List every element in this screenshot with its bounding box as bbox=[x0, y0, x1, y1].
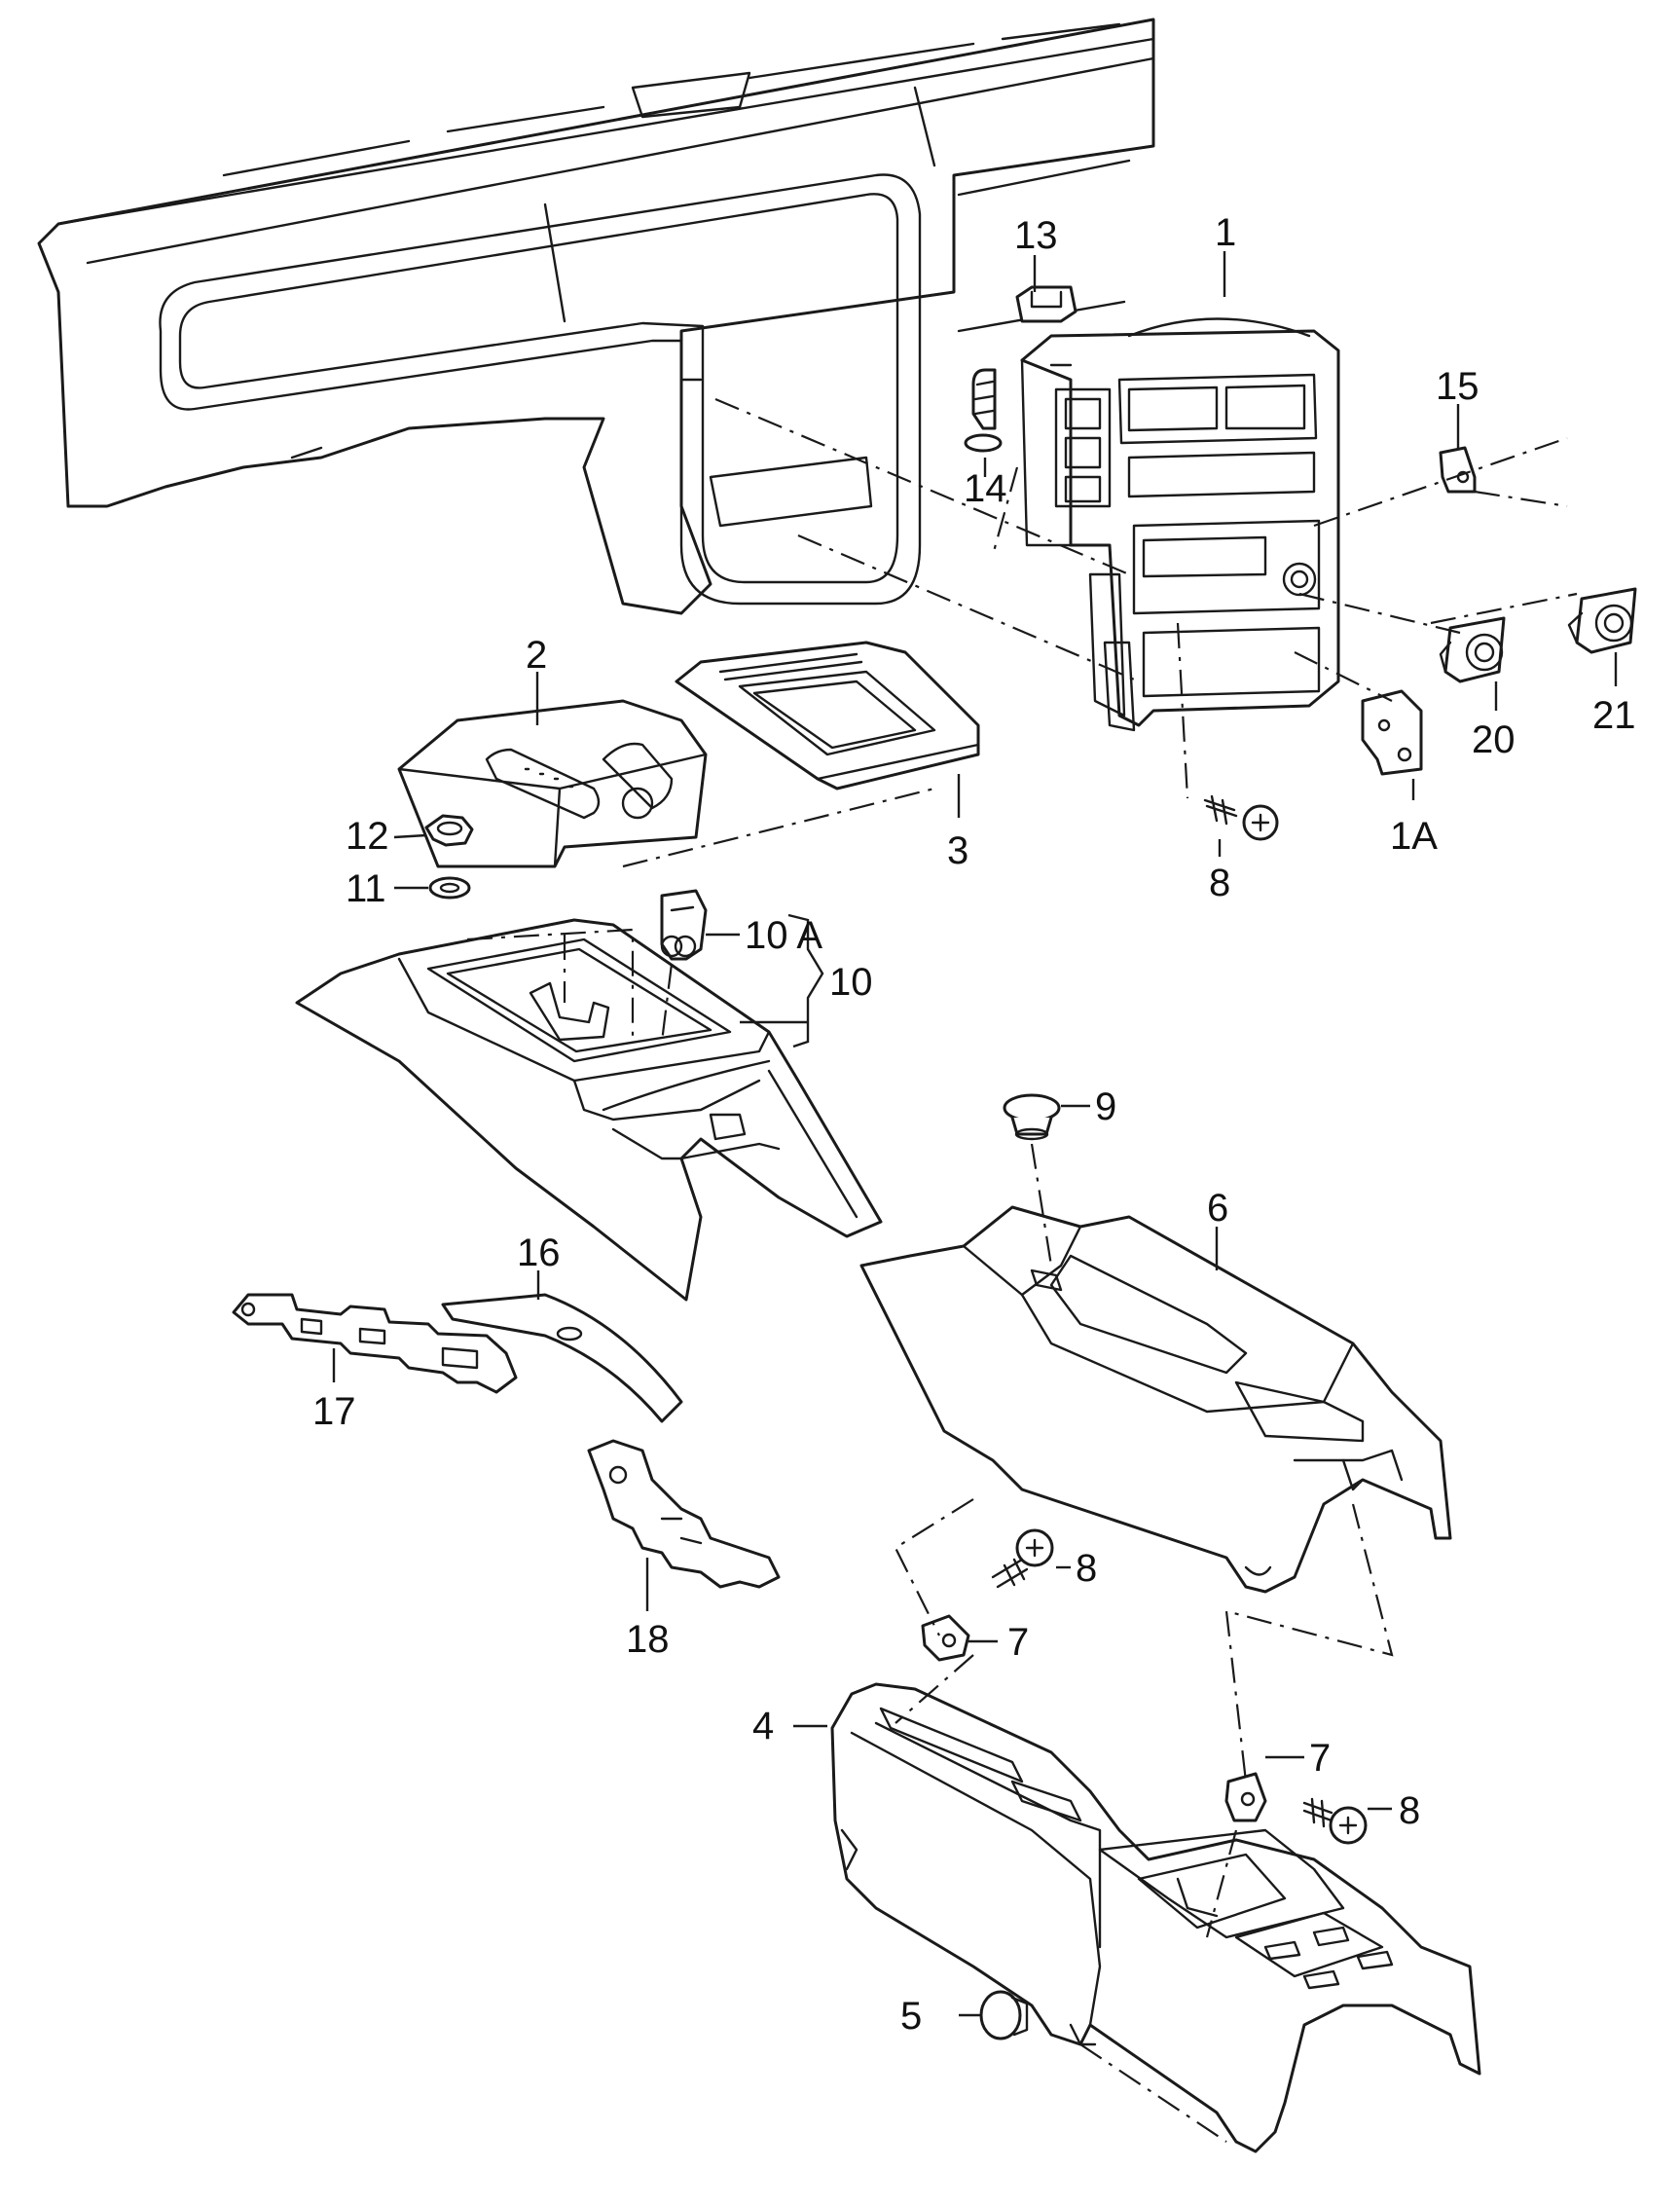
leader-lines bbox=[332, 251, 1618, 2017]
clip-part-7-lower bbox=[1224, 1772, 1267, 1822]
callout-3: 3 bbox=[947, 829, 968, 872]
callout-16: 16 bbox=[517, 1232, 561, 1274]
callout-15: 15 bbox=[1436, 365, 1479, 408]
bracket-part-1a bbox=[1361, 689, 1423, 776]
callout-labels: 1 1A 2 3 4 5 6 7 7 8 8 8 9 10 10 A 11 12… bbox=[312, 211, 1636, 2038]
callout-17: 17 bbox=[312, 1390, 356, 1433]
dashboard-panel bbox=[37, 18, 1155, 615]
callout-12: 12 bbox=[346, 815, 389, 858]
callout-1a: 1A bbox=[1390, 815, 1438, 858]
console-rear-part-4 bbox=[830, 1682, 1481, 2153]
callout-7-lower: 7 bbox=[1309, 1737, 1331, 1780]
callout-20: 20 bbox=[1472, 718, 1516, 761]
screw-part-8-top bbox=[1203, 794, 1279, 841]
callout-21: 21 bbox=[1592, 694, 1636, 737]
clip-part-15 bbox=[1439, 446, 1477, 494]
callout-5: 5 bbox=[900, 1995, 922, 2038]
callout-7-upper: 7 bbox=[1007, 1621, 1029, 1664]
knob-part-20 bbox=[1439, 616, 1506, 683]
assembly-lines bbox=[466, 397, 1578, 2143]
callout-6: 6 bbox=[1207, 1187, 1228, 1230]
callout-1: 1 bbox=[1215, 211, 1236, 254]
clip-part-10a bbox=[660, 889, 708, 961]
callout-4: 4 bbox=[752, 1705, 774, 1747]
trim-strip-part-16 bbox=[441, 1293, 683, 1423]
callout-9: 9 bbox=[1095, 1085, 1116, 1128]
callout-14: 14 bbox=[964, 467, 1007, 510]
bracket-part-18 bbox=[587, 1439, 781, 1589]
callout-8-top: 8 bbox=[1209, 862, 1230, 904]
nut-part-12 bbox=[424, 814, 474, 847]
clip-part-7-upper bbox=[921, 1614, 970, 1662]
plug-part-9 bbox=[1003, 1093, 1061, 1141]
callout-8-lower: 8 bbox=[1399, 1789, 1420, 1832]
callout-10: 10 bbox=[829, 961, 873, 1004]
washer-part-11 bbox=[428, 876, 471, 900]
callout-8-middle: 8 bbox=[1076, 1547, 1097, 1590]
callout-10a: 10 A bbox=[745, 914, 822, 957]
console-cover-part-6 bbox=[859, 1205, 1452, 1594]
screw-part-8-lower bbox=[1302, 1797, 1368, 1845]
knob-part-21 bbox=[1567, 587, 1637, 654]
console-front-part-10 bbox=[295, 918, 883, 1302]
bracket-plate-part-17 bbox=[232, 1293, 518, 1394]
clip-part-13 bbox=[1015, 285, 1077, 323]
trim-frame-part-3 bbox=[675, 641, 980, 790]
screw-part-8-middle bbox=[991, 1528, 1054, 1589]
push-rivet-part-14 bbox=[964, 368, 1003, 453]
center-bezel-part-1 bbox=[1020, 317, 1340, 732]
shift-trim-part-2 bbox=[397, 699, 708, 868]
callout-18: 18 bbox=[626, 1618, 670, 1661]
callout-11: 11 bbox=[346, 867, 386, 910]
callout-13: 13 bbox=[1014, 214, 1058, 257]
callout-2: 2 bbox=[526, 634, 547, 677]
